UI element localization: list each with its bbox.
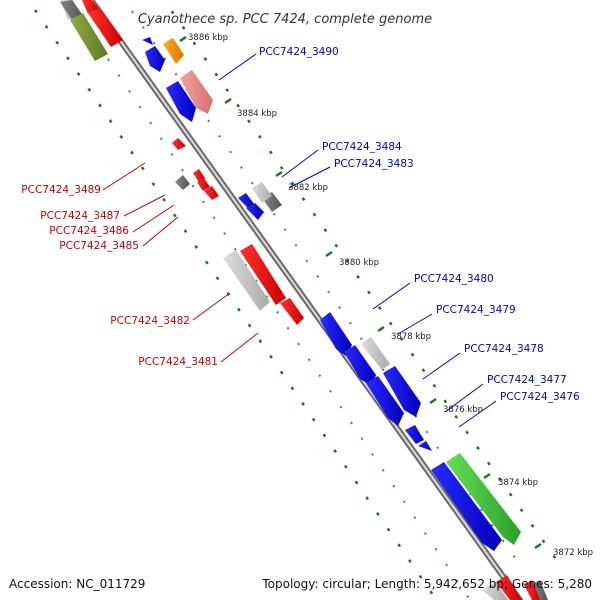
gene-label-pcc7424-3483[interactable]: PCC7424_3483 [334,158,414,170]
leader-line-pcc7424-3484 [281,149,319,178]
gene-red-small [204,186,219,200]
leader-line-pcc7424-3489 [102,162,146,191]
gene-red-small [193,169,205,182]
leader-line-pcc7424-3477 [444,383,484,413]
gene-label-pcc7424-3485[interactable]: PCC7424_3485 [59,240,139,252]
reverse-leader-lines [102,162,259,363]
scale-tick [429,397,437,405]
scale-ticks [179,35,542,550]
leader-line-pcc7424-3478 [422,352,461,380]
scale-label: 3884 kbp [237,109,277,119]
scale-tick [275,170,283,178]
topology-text: Topology: circular; Length: 5,942,652 bp… [262,577,592,591]
gene-blue [344,345,376,386]
gene-darkgrey-top [60,0,82,20]
scale-tick [224,97,232,105]
gene-red [280,298,304,325]
gene-label-pcc7424-3482[interactable]: PCC7424_3482 [110,315,190,327]
scale-label: 3882 kbp [288,183,328,193]
gene-label-pcc7424-3489[interactable]: PCC7424_3489 [21,184,101,196]
genome-title: Cyanothece sp. PCC 7424, complete genome [138,12,432,27]
gene-label-pcc7424-3478[interactable]: PCC7424_3478 [464,343,544,355]
gene-grey-bottom [482,582,508,600]
leader-line-pcc7424-3487 [123,194,166,217]
gene-blue [238,193,254,210]
leader-line-pcc7424-3476 [458,400,497,428]
scale-tick [179,35,187,43]
scale-label: 3872 kbp [553,548,593,558]
gene-red-large [240,244,286,305]
scale-label: 3874 kbp [498,478,538,488]
genome-backbone-highlight [89,0,522,600]
gene-label-pcc7424-3481[interactable]: PCC7424_3481 [138,356,218,368]
gene-label-pcc7424-3490[interactable]: PCC7424_3490 [259,46,339,58]
gene-blue [383,366,421,417]
scale-tick [325,250,333,258]
gene-red-bottom-small [524,580,540,600]
gene-red-small [197,178,210,191]
gene-red-bottom [496,575,522,600]
gene-orange [163,38,184,64]
gene-pink [180,70,213,114]
scale-tick [377,325,385,333]
gene-grey-large [223,250,270,311]
scale-tick [483,472,491,480]
gene-grey [252,182,272,203]
accession-text: Accession: NC_011729 [9,577,146,591]
gene-olive [70,13,108,61]
scale-label: 3886 kbp [188,33,228,43]
gene-blue [366,376,404,426]
gene-grey [361,337,390,370]
leader-line-pcc7424-3485 [142,216,179,247]
gene-label-pcc7424-3480[interactable]: PCC7424_3480 [414,273,494,285]
gene-red-small [172,138,186,150]
gene-blue [320,312,352,356]
gene-label-pcc7424-3479[interactable]: PCC7424_3479 [436,304,516,316]
scale-tick [534,542,542,550]
leader-line-pcc7424-3490 [218,53,257,81]
gene-blue-small-top [142,37,153,45]
leader-line-pcc7424-3481 [220,332,259,363]
leader-line-pcc7424-3486 [132,204,175,233]
gene-blue-long [431,462,502,551]
gene-green-long [446,453,521,545]
gene-blue [246,203,264,220]
gene-label-pcc7424-3484[interactable]: PCC7424_3484 [322,141,402,153]
tick-ring-outer-reverse [33,9,438,600]
gene-blue-small [418,441,432,451]
gene-blue [405,425,424,444]
scale-label: 3878 kbp [391,332,431,342]
gene-red-large-top [88,8,123,47]
gene-blue [145,46,165,72]
scale-label: 3876 kbp [443,405,483,415]
forward-leader-lines [218,53,497,428]
leader-line-pcc7424-3483 [288,166,331,189]
gene-darkgrey-bottom [532,580,548,600]
gene-label-pcc7424-3476[interactable]: PCC7424_3476 [500,391,580,403]
leader-line-pcc7424-3480 [372,282,411,310]
scale-label: 3880 kbp [339,258,379,268]
leader-line-pcc7424-3479 [397,313,433,335]
leader-line-pcc7424-3482 [192,292,231,321]
gene-label-pcc7424-3487[interactable]: PCC7424_3487 [40,210,120,222]
gene-label-pcc7424-3477[interactable]: PCC7424_3477 [487,374,567,386]
gene-label-pcc7424-3486[interactable]: PCC7424_3486 [49,225,129,237]
gene-blue [166,81,196,122]
gene-darkgrey-small [175,175,190,190]
